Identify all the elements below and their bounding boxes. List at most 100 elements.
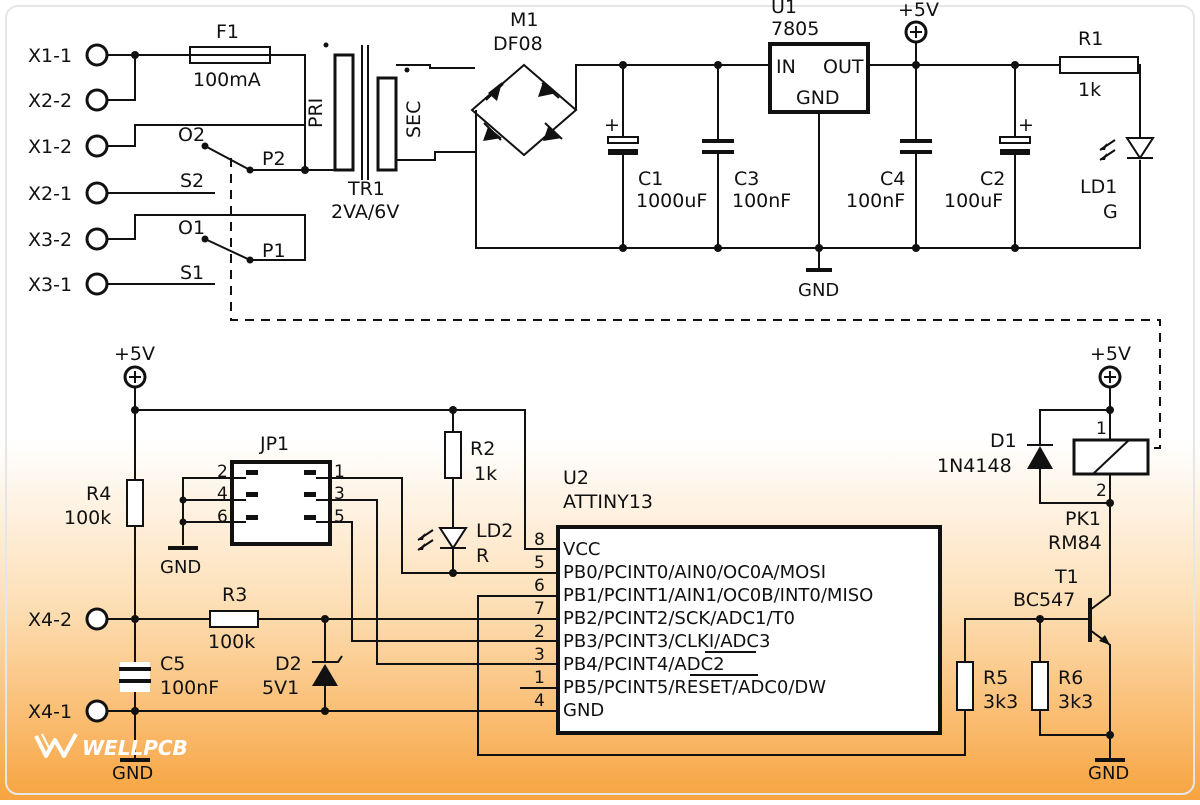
svg-text:T1: T1	[1054, 566, 1079, 588]
svg-text:X3-2: X3-2	[28, 229, 72, 251]
regulator-u1: IN OUT GND U1 7805 GND	[768, 0, 870, 301]
mcu-pin-vcc: 8 VCC	[534, 530, 600, 560]
microcontroller-u2: U2 ATTINY13	[556, 467, 942, 735]
svg-text:3k3: 3k3	[983, 691, 1018, 713]
wire-jp1-mcu	[316, 477, 558, 665]
svg-text:100mA: 100mA	[193, 69, 261, 91]
resistor-r1: R1 1k	[1059, 28, 1139, 101]
svg-text:+5V: +5V	[898, 0, 939, 21]
svg-text:C1: C1	[638, 168, 663, 190]
svg-text:C2: C2	[980, 168, 1005, 190]
relay-mechanical-link	[230, 158, 1161, 449]
mcu-pin-pb0: 5 PB0/PCINT0/AIN0/OC0A/MOSI	[534, 553, 826, 583]
resistor-r3: R3 100k	[208, 584, 558, 653]
svg-text:5: 5	[534, 553, 545, 573]
svg-text:X4-2: X4-2	[28, 609, 72, 631]
svg-text:JP1: JP1	[259, 433, 289, 455]
svg-text:8: 8	[534, 530, 545, 550]
capacitor-c5: C5 100nF	[119, 653, 219, 699]
capacitor-c3: C3 100nF	[702, 65, 791, 248]
terminal-x1-2: X1-2	[28, 134, 109, 158]
relay-contact-2: O2 P2 S2	[107, 124, 306, 194]
svg-text:R1: R1	[1078, 28, 1103, 50]
svg-text:100uF: 100uF	[944, 190, 1003, 212]
svg-text:1: 1	[334, 462, 345, 482]
terminal-x4-1: X4-1	[28, 699, 558, 723]
svg-text:+: +	[604, 114, 620, 136]
svg-text:PB3/PCINT3/CLKI/ADC3: PB3/PCINT3/CLKI/ADC3	[563, 631, 770, 652]
svg-text:P2: P2	[262, 148, 286, 170]
terminal-x1-1: X1-1	[28, 43, 109, 67]
svg-text:5V1: 5V1	[262, 677, 299, 699]
relay-coil-pk1: 1 2 PK1 RM84	[1048, 410, 1150, 573]
svg-text:3k3: 3k3	[1058, 691, 1093, 713]
svg-text:GND: GND	[1088, 763, 1129, 784]
vcc-symbol-top: +5V	[898, 0, 939, 65]
svg-text:G: G	[1103, 201, 1118, 223]
terminal-x2-1: X2-1	[28, 181, 109, 205]
wire-secondary	[396, 64, 475, 161]
vcc-symbol-right: +5V	[1090, 343, 1131, 410]
svg-text:+5V: +5V	[114, 343, 155, 365]
svg-text:R3: R3	[222, 584, 247, 606]
led-ld1: LD1 G	[1080, 137, 1155, 223]
svg-text:PRI: PRI	[305, 98, 327, 128]
led-ld2: LD2 R	[417, 520, 513, 573]
svg-text:7805: 7805	[771, 18, 819, 40]
svg-text:3: 3	[534, 645, 545, 665]
frame	[5, 5, 1195, 795]
svg-text:PB0/PCINT0/AIN0/OC0A/MOSI: PB0/PCINT0/AIN0/OC0A/MOSI	[563, 562, 826, 583]
mcu-pin-gnd: 4 GND	[534, 691, 604, 721]
svg-text:X3-1: X3-1	[28, 274, 72, 296]
svg-text:O2: O2	[178, 124, 205, 146]
mcu-pin-pb2: 7 PB2/PCINT2/SCK/ADC1/T0	[534, 599, 795, 629]
svg-text:6: 6	[534, 576, 545, 596]
svg-text:3: 3	[334, 484, 345, 504]
svg-text:LD1: LD1	[1080, 176, 1117, 198]
mcu-pin-pb1: 6 PB1/PCINT1/AIN1/OC0B/INT0/MISO	[477, 576, 1090, 756]
svg-text:U2: U2	[563, 467, 589, 489]
svg-text:R4: R4	[86, 483, 111, 505]
svg-text:M1: M1	[510, 9, 538, 31]
wire-jp1-gnd: GND	[160, 477, 246, 578]
resistor-r6: R6 3k3	[1031, 615, 1114, 739]
transistor-t1: T1 BC547	[1013, 566, 1111, 760]
svg-text:1k: 1k	[474, 463, 497, 485]
svg-text:R2: R2	[470, 438, 495, 460]
svg-text:R5: R5	[983, 667, 1008, 689]
svg-text:IN: IN	[776, 56, 796, 78]
jumper-jp1: JP1 2 4 6 1 3 5	[217, 433, 345, 546]
svg-text:X2-2: X2-2	[28, 90, 72, 112]
svg-text:1: 1	[534, 668, 545, 688]
fuse-f1: F1 100mA	[189, 21, 271, 91]
terminal-x2-2: X2-2	[28, 88, 109, 112]
svg-text:PK1: PK1	[1065, 508, 1101, 530]
svg-text:PB5/PCINT5/RESET/ADC0/DW: PB5/PCINT5/RESET/ADC0/DW	[563, 677, 826, 698]
svg-text:100nF: 100nF	[846, 190, 905, 212]
svg-text:PB1/PCINT1/AIN1/OC0B/INT0/MISO: PB1/PCINT1/AIN1/OC0B/INT0/MISO	[563, 585, 873, 606]
svg-text:2: 2	[217, 462, 228, 482]
svg-text:6: 6	[217, 507, 228, 527]
bridge-rectifier-m1: M1 DF08	[470, 9, 578, 157]
svg-text:GND: GND	[112, 763, 153, 784]
svg-text:100nF: 100nF	[732, 190, 791, 212]
resistor-r2: R2 1k	[444, 410, 497, 528]
svg-text:2: 2	[1096, 481, 1107, 501]
svg-text:OUT: OUT	[823, 56, 864, 78]
terminal-x4-2: X4-2	[28, 607, 210, 631]
svg-text:RM84: RM84	[1048, 532, 1102, 554]
svg-text:X4-1: X4-1	[28, 701, 72, 723]
svg-text:2VA/6V: 2VA/6V	[331, 201, 399, 223]
vcc-symbol-left: +5V	[114, 343, 155, 410]
zener-d2: D2 5V1	[262, 619, 343, 711]
svg-text:SEC: SEC	[403, 101, 425, 138]
svg-text:1k: 1k	[1078, 79, 1101, 101]
svg-text:PB2/PCINT2/SCK/ADC1/T0: PB2/PCINT2/SCK/ADC1/T0	[563, 608, 795, 629]
svg-text:+: +	[1018, 114, 1034, 136]
svg-text:7: 7	[534, 599, 545, 619]
svg-text:GND: GND	[563, 700, 604, 721]
svg-text:100k: 100k	[64, 507, 111, 529]
svg-text:LD2: LD2	[476, 520, 513, 542]
